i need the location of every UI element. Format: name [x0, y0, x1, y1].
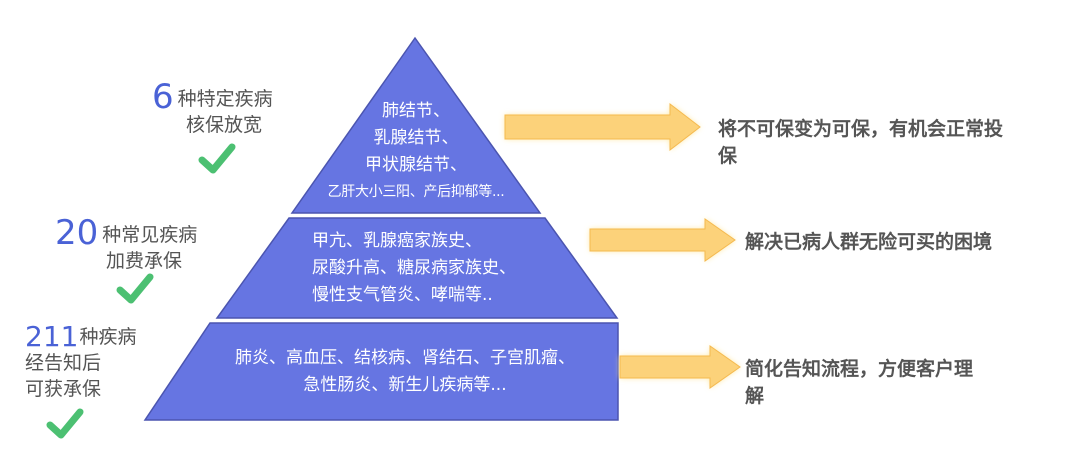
- check-icon: [116, 273, 154, 304]
- label-line: 将不可保变为可保，有机会正常投: [718, 118, 1004, 140]
- label-line: 加费承保: [106, 250, 183, 272]
- tier-bottom-text: 肺炎、高血压、结核病、肾结石、子宫肌瘤、 急性肠炎、新生儿疾病等...: [190, 345, 620, 399]
- right-label-3: 简化告知流程，方便客户理 解: [745, 356, 973, 410]
- tier-line: 慢性支气管炎、哮喘等..: [312, 285, 493, 305]
- label-line: 保: [718, 145, 738, 167]
- count-number: 20: [55, 213, 99, 253]
- label-line: 核保放宽: [186, 114, 263, 136]
- count-number: 211: [25, 320, 79, 353]
- label-line: 可获承保: [25, 378, 102, 400]
- label-line: 经告知后: [25, 352, 102, 374]
- label-line: 解决已病人群无险可买的困境: [745, 231, 993, 253]
- label-line: 解: [745, 385, 765, 407]
- arrow-2: [589, 218, 736, 262]
- tier-line: 尿酸升高、糖尿病家族史、: [312, 258, 516, 278]
- tier-line: 甲状腺结节、: [365, 155, 467, 175]
- check-icon: [46, 408, 84, 439]
- tier-line: 肺炎、高血压、结核病、肾结石、子宫肌瘤、: [235, 348, 575, 368]
- label-line: 种特定疾病: [177, 88, 273, 110]
- tier-middle-text: 甲亢、乳腺癌家族史、 尿酸升高、糖尿病家族史、 慢性支气管炎、哮喘等..: [290, 228, 602, 309]
- label-line: 种疾病: [79, 326, 137, 348]
- label-line: 种常见疾病: [102, 224, 198, 246]
- tier-line: 乳腺结节、: [373, 128, 459, 148]
- tier-line: 甲亢、乳腺癌家族史、: [312, 231, 482, 251]
- pyramid-tier-top: [290, 36, 542, 214]
- tier-line: 肺结节、: [382, 101, 450, 121]
- pyramid-tier-middle: [215, 217, 619, 319]
- tier-top-text: 肺结节、 乳腺结节、 甲状腺结节、 乙肝大小三阳、产后抑郁等...: [300, 98, 532, 206]
- count-number: 6: [152, 77, 174, 117]
- check-icon: [198, 143, 236, 174]
- right-label-1: 将不可保变为可保，有机会正常投 保: [718, 116, 1058, 170]
- arrow-3: [619, 345, 741, 389]
- tier-line: 急性肠炎、新生儿疾病等...: [303, 375, 507, 395]
- right-label-2: 解决已病人群无险可买的困境: [745, 229, 992, 256]
- left-label-3: 211种疾病 经告知后 可获承保: [25, 323, 137, 402]
- tier-line: 乙肝大小三阳、产后抑郁等...: [327, 184, 505, 200]
- pyramid-tier-bottom: [143, 322, 619, 421]
- arrow-1: [504, 102, 701, 152]
- label-line: 简化告知流程，方便客户理: [745, 358, 974, 380]
